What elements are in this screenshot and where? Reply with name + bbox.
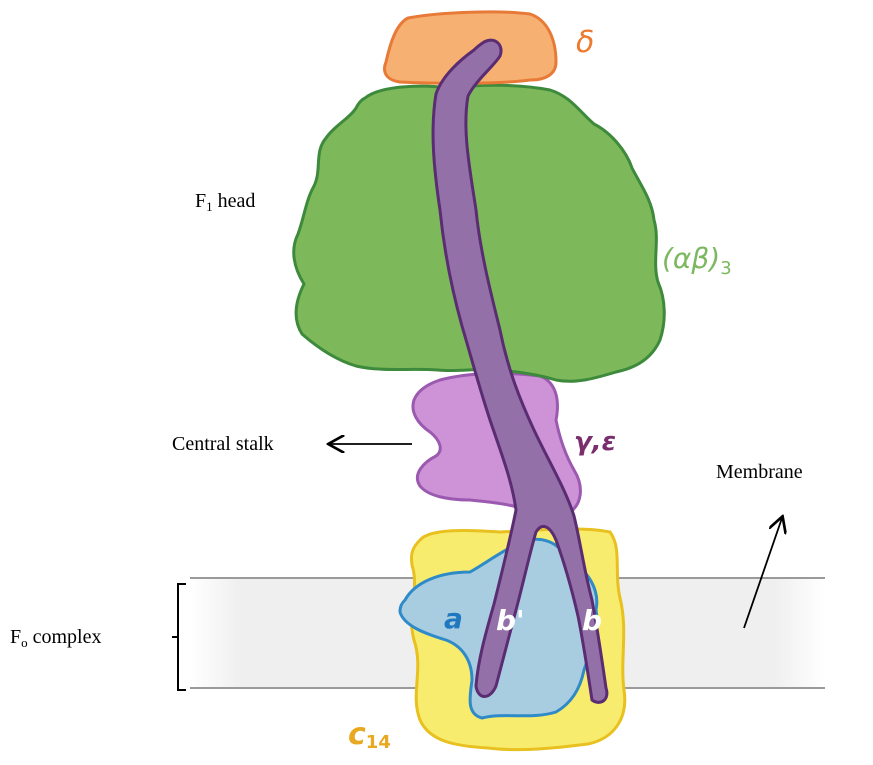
membrane-label: Membrane [716, 461, 803, 483]
f1-head-label: F1 head [195, 190, 255, 214]
b-label: b [582, 604, 602, 637]
fo-complex-label: Fo complex [10, 626, 102, 650]
central-stalk-label: Central stalk [172, 433, 274, 455]
a-subunit-label: a [444, 602, 463, 635]
alpha-beta-3-label: (αβ)3 [662, 242, 732, 279]
gamma-epsilon-label: γ,ε [574, 427, 616, 457]
fo-bracket [178, 584, 186, 690]
b-prime-label: b' [496, 604, 525, 637]
c14-label: c14 [348, 717, 391, 753]
delta-label: δ [576, 25, 594, 60]
